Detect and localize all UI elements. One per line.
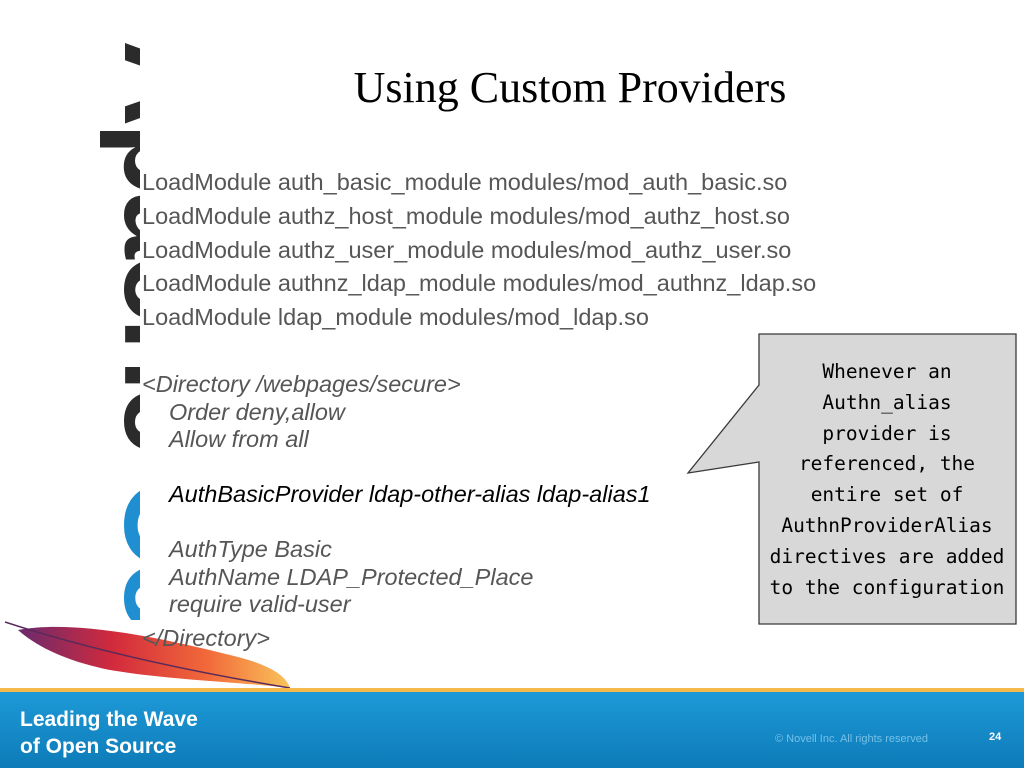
directory-config-block: <Directory /webpages/secure> Order deny,… xyxy=(142,371,651,652)
authtype-directive: AuthType Basic xyxy=(169,536,332,562)
apache-feather-icon xyxy=(4,621,291,689)
loadmodule-list: LoadModule auth_basic_module modules/mod… xyxy=(142,166,816,335)
footer-bar: Leading the Wave of Open Source © Novell… xyxy=(0,688,1024,768)
callout-line: entire set of xyxy=(810,483,964,507)
directory-close-tag: </Directory> xyxy=(142,624,270,651)
callout-line: referenced, the xyxy=(798,452,976,476)
tagline-line: of Open Source xyxy=(20,735,177,758)
logo-apache-text: Apache xyxy=(99,40,140,450)
callout-line: Authn_alias xyxy=(822,390,952,414)
callout-line: Whenever an xyxy=(822,360,952,383)
slide-title: Using Custom Providers xyxy=(353,63,787,112)
loadmodule-line: LoadModule authz_user_module modules/mod… xyxy=(142,236,792,263)
directory-open-tag: <Directory /webpages/secure> xyxy=(142,371,461,397)
loadmodule-line: LoadModule auth_basic_module modules/mod… xyxy=(142,169,788,195)
require-directive: require valid-user xyxy=(169,591,351,617)
callout-line: AuthnProviderAlias xyxy=(781,513,993,537)
callout-text: Whenever an Authn_alias provider is refe… xyxy=(760,357,1014,603)
tagline-line: Leading the Wave xyxy=(20,708,198,731)
footer-tagline: Leading the Wave of Open Source xyxy=(20,706,198,760)
page-number: 24 xyxy=(989,731,1002,743)
loadmodule-line: LoadModule ldap_module modules/mod_ldap.… xyxy=(142,304,649,331)
copyright-notice: © Novell Inc. All rights reserved xyxy=(775,733,928,745)
loadmodule-line: LoadModule authz_host_module modules/mod… xyxy=(142,202,790,229)
footer-accent-stripe xyxy=(0,688,1024,692)
authname-directive: AuthName LDAP_Protected_Place xyxy=(169,563,534,590)
loadmodule-line: LoadModule authnz_ldap_module modules/mo… xyxy=(142,270,817,297)
authbasicprovider-directive: AuthBasicProvider ldap-other-alias ldap-… xyxy=(169,481,651,507)
callout-line: to the configuration xyxy=(769,575,1005,599)
callout-line: provider is xyxy=(822,421,952,445)
allow-directive: Allow from all xyxy=(169,426,309,452)
callout-line: directives are added xyxy=(769,544,1005,568)
logo-con-text: Con xyxy=(99,479,140,620)
svg-text:Apache Con: Apache Con xyxy=(99,40,140,620)
order-directive: Order deny,allow xyxy=(169,398,345,425)
apachecon-logo: Apache Con xyxy=(99,40,140,620)
